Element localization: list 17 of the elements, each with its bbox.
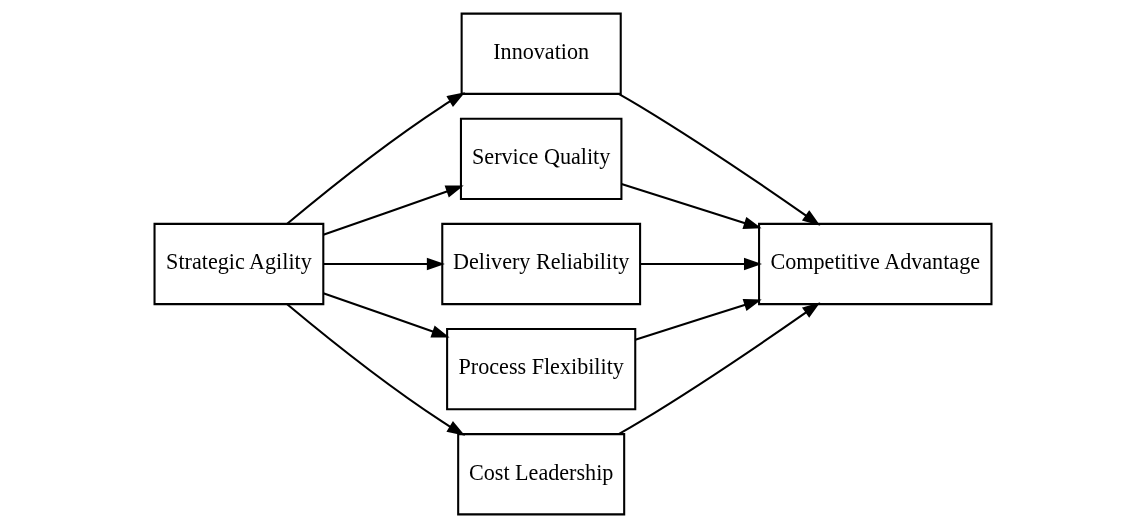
arrow bbox=[286, 92, 466, 225]
node-box: Delivery Reliability bbox=[441, 222, 642, 306]
arrow bbox=[640, 257, 762, 271]
arrow bbox=[634, 299, 762, 341]
arrow bbox=[323, 257, 445, 271]
node-box: Service Quality bbox=[459, 117, 623, 200]
arrow bbox=[618, 302, 821, 435]
node-box: Competitive Advantage bbox=[758, 222, 993, 306]
node-box: Cost Leadership bbox=[457, 433, 626, 516]
arrow bbox=[621, 182, 762, 229]
node-box: Process Flexibility bbox=[446, 327, 637, 411]
arrow bbox=[618, 93, 821, 226]
node-box: Innovation bbox=[460, 12, 622, 95]
arrow bbox=[286, 303, 466, 436]
arrow bbox=[323, 185, 464, 236]
node-box: Strategic Agility bbox=[153, 222, 325, 306]
arrow bbox=[323, 292, 450, 338]
